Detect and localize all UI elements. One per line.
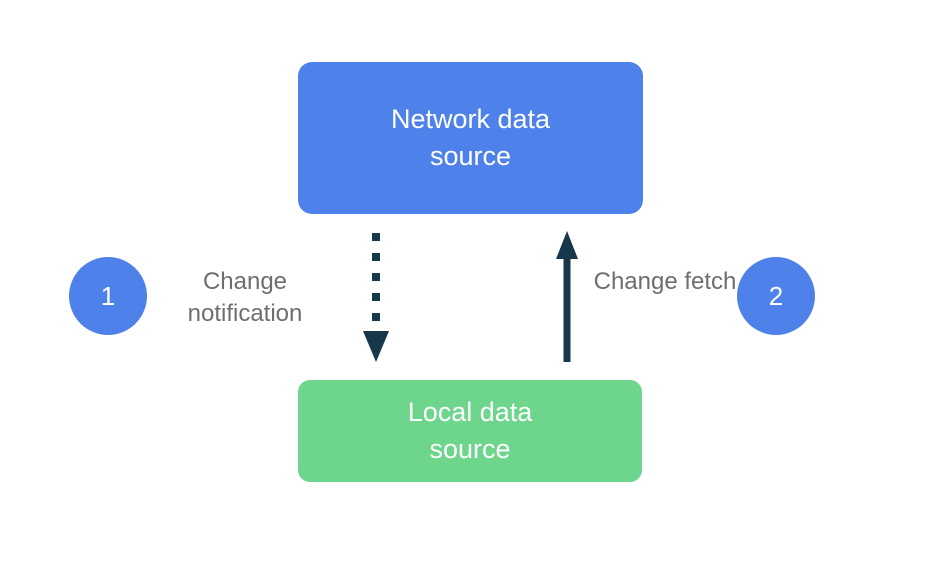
network-data-source-label: Network data source bbox=[390, 104, 551, 171]
local-data-source-label: Local data source bbox=[407, 397, 533, 464]
network-data-source-box: Network data source bbox=[298, 62, 643, 214]
change-fetch-arrow-icon bbox=[553, 231, 581, 368]
change-notification-arrow-icon bbox=[362, 231, 390, 368]
step-2-number: 2 bbox=[768, 280, 784, 311]
step-1-label: Change notification bbox=[187, 268, 303, 327]
step-1-number: 1 bbox=[100, 280, 116, 311]
step-2-label: Change fetch bbox=[593, 268, 737, 295]
local-data-source-box: Local data source bbox=[298, 380, 642, 482]
step-2-badge: 2 bbox=[737, 257, 815, 335]
step-1-badge: 1 bbox=[69, 257, 147, 335]
